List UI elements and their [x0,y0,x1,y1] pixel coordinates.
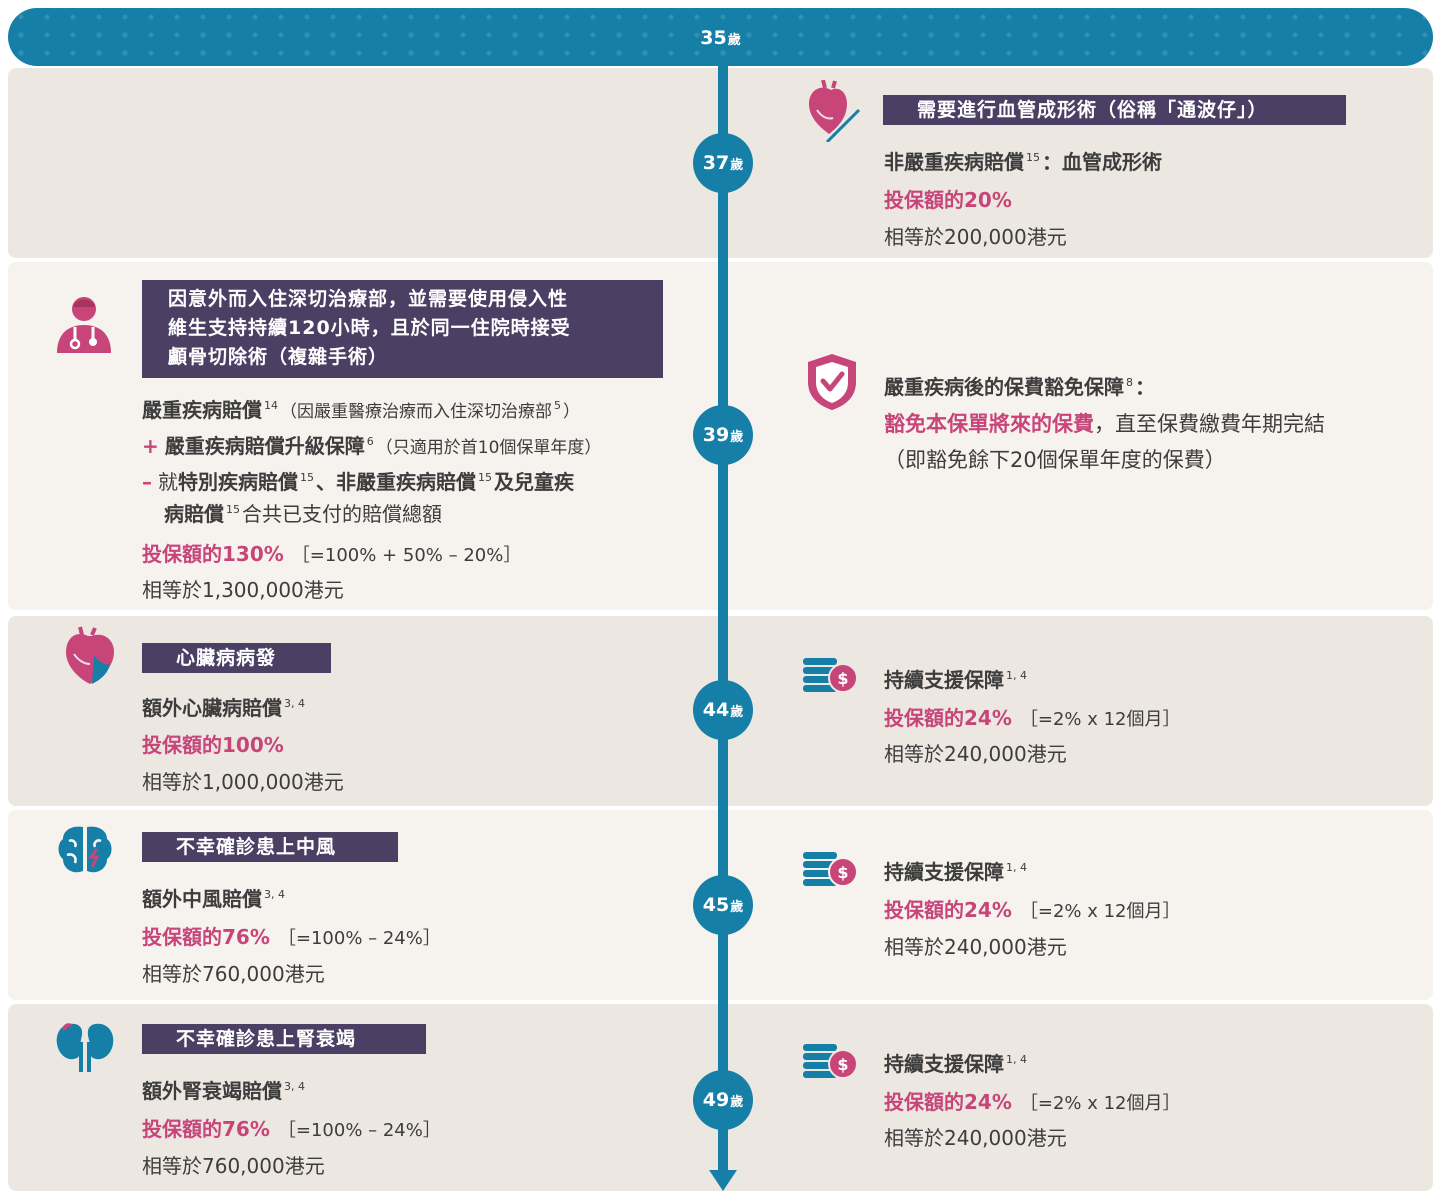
equals-37: 相等於200,000港元 [884,225,1067,249]
amount-49: 投保額的76%［=100% – 24%］ [142,1117,441,1141]
title-line: 維生支持持續120小時，且於同一住院時接受 [168,317,571,339]
equals-44: 相等於1,000,000港元 [142,770,344,794]
right-equals-45: 相等於240,000港元 [884,935,1067,959]
amount-39: 投保額的130%［=100% + 50% – 20%］ [142,542,522,566]
amount-37: 投保額的20% [884,188,1012,212]
title-line: 顱骨切除術（複雜手術） [168,346,389,368]
equals-39: 相等於1,300,000港元 [142,578,344,602]
coins-dollar-icon: $ [803,1044,858,1079]
timeline-start-bar: 35歲 [8,8,1433,66]
right-note-39: （即豁免餘下20個保單年度的保費） [884,448,1226,472]
right-line-39: 豁免本保單將來的保費，直至保費繳費年期完結 [884,412,1325,436]
brain-icon [58,826,112,873]
heart-icon [66,626,114,684]
event-title-39: 因意外而入住深切治療部，並需要使用侵入性 維生支持持續120小時，且於同一住院時… [142,280,663,378]
svg-text:$: $ [837,669,848,688]
amount-44: 投保額的100% [142,733,284,757]
timeline-arrow-icon [709,1170,737,1191]
heart-scalpel-icon [809,80,861,142]
event-title-37: 需要進行血管成形術（俗稱「通波仔」） [883,95,1346,125]
event-title-45: 不幸確診患上中風 [142,832,398,862]
doctor-icon [57,297,111,353]
svg-text:$: $ [837,863,848,882]
right-amount-45: 投保額的24%［=2% x 12個月］ [884,898,1181,922]
right-amount-44: 投保額的24%［=2% x 12個月］ [884,706,1181,730]
event-title-44: 心臟病病發 [142,643,331,673]
start-age-label: 35歲 [700,27,741,49]
equals-45: 相等於760,000港元 [142,962,325,986]
right-amount-49: 投保額的24%［=2% x 12個月］ [884,1090,1181,1114]
event-title-49: 不幸確診患上腎衰竭 [142,1024,426,1054]
dot-pattern [8,8,1433,66]
equals-49: 相等於760,000港元 [142,1154,325,1178]
right-equals-44: 相等於240,000港元 [884,742,1067,766]
coins-dollar-icon: $ [803,852,858,887]
kidney-icon [56,1023,114,1072]
svg-text:$: $ [837,1055,848,1074]
title-line: 因意外而入住深切治療部，並需要使用侵入性 [168,288,569,310]
amount-45: 投保額的76%［=100% – 24%］ [142,925,441,949]
shield-check-icon [808,354,856,410]
right-equals-49: 相等於240,000港元 [884,1126,1067,1150]
coins-dollar-icon: $ [803,658,858,693]
timeline-axis [718,60,728,1178]
